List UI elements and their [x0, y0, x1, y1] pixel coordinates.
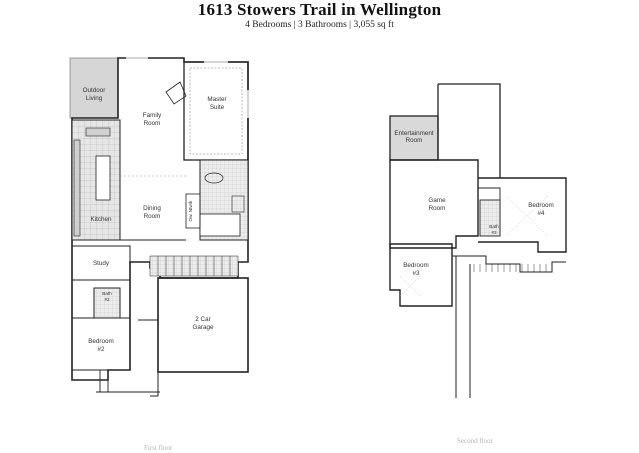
- plan-title: 1613 Stowers Trail in Wellington: [197, 0, 442, 19]
- bath3-label-2: #3: [491, 230, 497, 235]
- master-label-1: Master: [207, 96, 226, 103]
- bath-3-room: [479, 199, 501, 237]
- second-floor-labels: Entertainment Room Game Room Bedroom #4 …: [394, 130, 553, 277]
- owner-closet: [185, 193, 201, 229]
- study-room: [71, 245, 131, 281]
- outdoor-living-area: [69, 57, 119, 119]
- garage-label-1: 2 Car: [195, 316, 210, 323]
- dining-label-1: Dining: [143, 205, 161, 212]
- entertainment-label-2: Room: [406, 137, 423, 144]
- bedroom4-label-1: Bedroom: [528, 202, 554, 209]
- entertainment-label-1: Entertainment: [394, 130, 433, 137]
- game-label-2: Room: [429, 205, 446, 212]
- bedroom-4-walls: [478, 177, 567, 253]
- garage-label-2: Garage: [192, 324, 214, 331]
- bedroom3-label-1: Bedroom: [403, 262, 429, 269]
- bedroom2-label-2: #2: [97, 346, 105, 353]
- second-floor-caption: Second floor: [457, 437, 493, 445]
- outdoor-label-1: Outdoor: [83, 87, 106, 94]
- study-label: Study: [93, 260, 110, 267]
- bedroom2-label-1: Bedroom: [88, 338, 114, 345]
- plan-subtitle: 4 Bedrooms | 3 Bathrooms | 3,055 sq ft: [245, 20, 394, 30]
- kitchen-label: Kitchen: [90, 216, 112, 223]
- second-floor-landing: [452, 255, 566, 273]
- family-label-2: Room: [144, 120, 161, 127]
- family-label-1: Family: [143, 112, 162, 119]
- game-room-walls: [389, 159, 479, 249]
- bedroom-2-room: [71, 317, 131, 371]
- first-floor-stairs: [149, 255, 239, 277]
- bedroom4-label-2: #4: [537, 210, 545, 217]
- bath2-label-2: #2: [104, 297, 110, 302]
- master-suite-room: [183, 61, 249, 161]
- bedroom-3-walls: [389, 243, 453, 307]
- master-label-2: Suite: [210, 104, 225, 111]
- first-floor-labels: Outdoor Living Family Room Master Suite …: [83, 87, 227, 353]
- game-label-1: Game: [428, 197, 446, 204]
- first-floor-caption: First floor: [144, 444, 173, 452]
- bath3-label-1: Bath: [489, 224, 499, 229]
- owner-closet-label: Ow. Ntwrk: [188, 200, 193, 222]
- dining-label-2: Room: [144, 213, 161, 220]
- bath2-label-1: Bath: [102, 291, 112, 296]
- second-floor-plan: [389, 83, 567, 398]
- bedroom3-label-2: #3: [412, 270, 420, 277]
- outdoor-label-2: Living: [86, 95, 103, 102]
- first-floor-plan: [69, 56, 250, 397]
